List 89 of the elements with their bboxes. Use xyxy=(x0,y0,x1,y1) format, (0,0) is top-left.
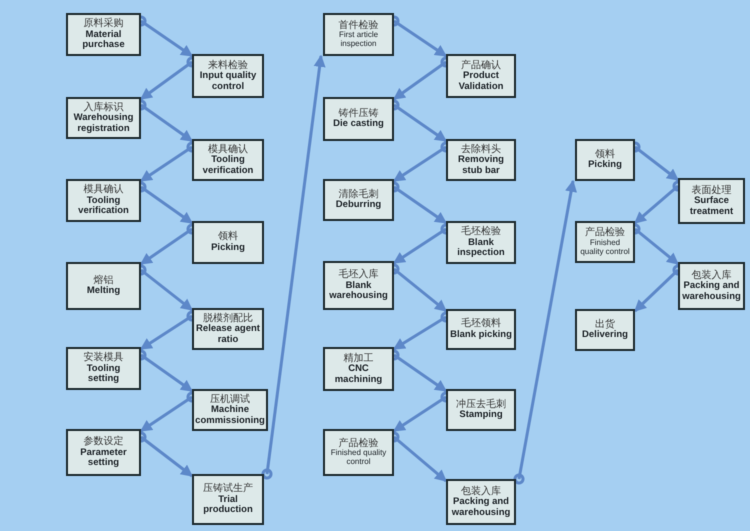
process-box xyxy=(192,389,268,431)
step-label-chinese: 安装模具 xyxy=(84,352,124,364)
step-label-chinese: 出货 xyxy=(595,318,615,330)
step-label-english: Removing stub bar xyxy=(457,155,505,176)
process-box xyxy=(323,261,394,310)
step-label-chinese: 首件检验 xyxy=(338,20,378,31)
step-label-english: Blank picking xyxy=(450,330,512,341)
step-label-chinese: 包装入库 xyxy=(461,486,501,497)
step-label-chinese: 入库标识 xyxy=(84,102,124,113)
process-box xyxy=(446,221,516,264)
step-label-chinese: 压机调试 xyxy=(210,394,250,405)
arrow xyxy=(514,180,577,484)
step-label-english: Product Validation xyxy=(458,71,504,92)
step-label-english: Tooling verification xyxy=(77,196,130,217)
step-label-chinese: 清除毛刺 xyxy=(338,188,378,200)
process-box xyxy=(323,13,394,56)
step-label-english: Release agent ratio xyxy=(196,324,260,346)
step-label-chinese: 原料采购 xyxy=(84,18,124,30)
step-label-chinese: 铸件压铸 xyxy=(338,108,378,119)
step-label-chinese: 毛坯入库 xyxy=(338,269,378,281)
step-label-chinese: 包装入库 xyxy=(692,270,732,281)
process-box xyxy=(192,474,264,525)
step-label-english: Finished quality control xyxy=(579,238,631,257)
process-box xyxy=(323,429,394,476)
step-label-english: Blank warehousing xyxy=(328,280,389,302)
process-box xyxy=(192,54,264,98)
process-box xyxy=(575,309,635,351)
process-box xyxy=(323,347,394,391)
process-box xyxy=(446,309,516,350)
step-label-english: Machine commissioning xyxy=(195,405,265,426)
step-label-english: Melting xyxy=(86,286,120,298)
step-label-chinese: 毛坯检验 xyxy=(461,226,501,238)
step-label-chinese: 毛坯领料 xyxy=(461,318,501,330)
process-box xyxy=(446,54,516,98)
step-label-english: Die casting xyxy=(333,119,384,130)
step-label-chinese: 产品检验 xyxy=(338,438,378,449)
step-label-english: Parameter setting xyxy=(79,448,128,469)
step-label-english: Stamping xyxy=(459,410,503,422)
step-label-english: Tooling verification xyxy=(202,155,254,176)
step-label-english: Surface treatment xyxy=(688,196,734,218)
step-label-chinese: 模具确认 xyxy=(84,184,124,196)
step-label-chinese: 产品检验 xyxy=(585,227,625,239)
process-box xyxy=(575,221,635,263)
step-label-chinese: 表面处理 xyxy=(692,184,732,196)
step-label-english: Tooling setting xyxy=(86,364,122,385)
step-label-chinese: 熔铝 xyxy=(94,274,114,286)
process-box xyxy=(66,347,141,390)
step-label-english: Packing and warehousing xyxy=(682,281,741,302)
arrow xyxy=(262,54,326,480)
step-label-chinese: 冲压去毛刺 xyxy=(456,398,506,410)
step-label-chinese: 来料检验 xyxy=(208,60,248,71)
step-label-chinese: 精加工 xyxy=(344,352,374,364)
process-box xyxy=(323,179,394,221)
step-label-english: Material purchase xyxy=(81,30,126,51)
process-box xyxy=(192,308,264,350)
step-label-english: Blank inspection xyxy=(456,238,506,259)
step-label-chinese: 领料 xyxy=(595,148,615,160)
process-box xyxy=(66,429,141,476)
step-label-english: Warehousing registration xyxy=(72,113,134,134)
process-box xyxy=(66,179,141,222)
step-label-chinese: 参数设定 xyxy=(84,436,124,448)
process-box xyxy=(66,97,141,139)
step-label-english: Input quality control xyxy=(198,71,258,92)
process-box xyxy=(192,139,264,181)
step-label-english: Deburring xyxy=(336,200,382,212)
step-label-chinese: 领料 xyxy=(218,231,238,243)
step-label-english: Packing and warehousing xyxy=(450,497,512,518)
step-label-english: Trial production xyxy=(202,494,254,516)
process-box xyxy=(575,139,635,181)
process-box xyxy=(323,97,394,141)
step-label-english: Finished quality control xyxy=(330,449,388,468)
step-label-chinese: 压铸试生产 xyxy=(203,483,253,495)
step-label-english: Picking xyxy=(588,160,622,172)
process-box xyxy=(446,389,516,431)
process-box xyxy=(446,139,516,181)
step-label-english: First article inspection xyxy=(338,31,380,50)
process-box xyxy=(678,262,745,310)
step-label-chinese: 产品确认 xyxy=(461,60,501,71)
process-box xyxy=(66,262,141,310)
step-label-english: Picking xyxy=(211,242,245,254)
step-label-english: CNC machining xyxy=(334,364,384,386)
process-box xyxy=(66,13,141,56)
step-label-chinese: 模具确认 xyxy=(208,144,248,155)
step-label-english: Delivering xyxy=(582,330,628,342)
process-box xyxy=(678,178,745,224)
step-label-chinese: 脱模剂配比 xyxy=(203,312,253,324)
step-label-chinese: 去除料头 xyxy=(461,144,501,155)
process-box xyxy=(446,479,516,525)
process-box xyxy=(192,221,264,264)
